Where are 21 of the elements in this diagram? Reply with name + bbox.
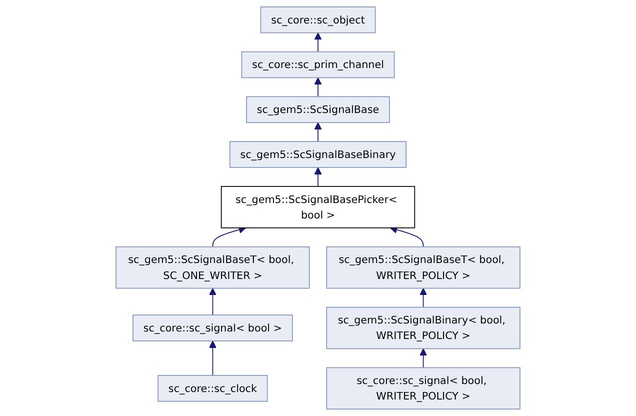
node-box: sc_gem5::ScSignalBaseT< bool, SC_ONE_WRITER > [116, 246, 310, 289]
node-box: sc_core::sc_clock [158, 375, 268, 402]
node-box: sc_gem5::ScSignalBaseBinary [229, 141, 407, 168]
arrow [314, 77, 322, 98]
node-box: sc_gem5::ScSignalBase [246, 96, 390, 123]
node-box: sc_gem5::ScSignalBasePicker< bool > [220, 186, 416, 228]
arrow [314, 167, 322, 187]
node-box: sc_core::sc_object [260, 6, 376, 34]
arrow [420, 348, 428, 368]
arrow [420, 288, 428, 308]
node-box: sc_core::sc_prim_channel [241, 51, 395, 78]
node-box: sc_core::sc_signal< bool > [132, 314, 293, 342]
arrow [208, 340, 216, 376]
node-box: sc_gem5::ScSignalBaseT< bool, WRITER_POLICY > [326, 246, 520, 289]
node-box: sc_core::sc_signal< bool, WRITER_POLICY > [326, 367, 520, 410]
arrow [208, 288, 216, 316]
arrow [314, 32, 322, 52]
arrow [314, 122, 322, 142]
arrow [212, 226, 246, 248]
node-box: sc_gem5::ScSignalBinary< bool, WRITER_POLICY > [326, 306, 520, 350]
arrow [390, 226, 424, 248]
